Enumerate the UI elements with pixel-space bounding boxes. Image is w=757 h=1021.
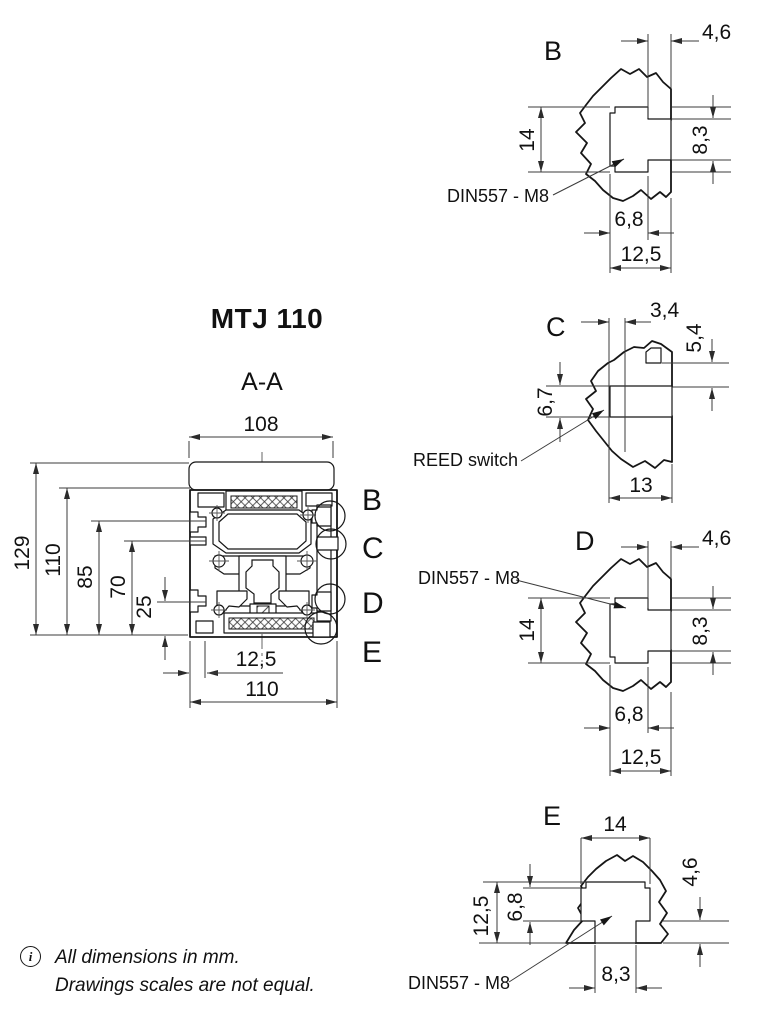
screw-hole-marks	[209, 505, 317, 618]
dim-c-slot-offset: 3,4	[650, 299, 680, 322]
marker-b: B	[362, 484, 382, 517]
note-line-1: All dimensions in mm.	[55, 947, 240, 968]
section-label: A-A	[241, 368, 283, 396]
detail-markers: B C D E	[362, 484, 384, 669]
detail-c-view: C 3,4 5,4 6,7 13	[413, 299, 729, 503]
profile-body	[189, 489, 339, 638]
dim-h-129: 129	[11, 535, 34, 570]
reed-switch-label: REED switch	[413, 450, 518, 470]
detail-d-label: D	[575, 526, 595, 556]
detail-b-profile	[575, 68, 673, 202]
carriage-plate	[188, 461, 335, 491]
dim-c-slot-height: 6,7	[534, 387, 557, 416]
dim-bottom-offset: 12,5	[236, 648, 277, 671]
dim-e-cavity-height: 6,8	[504, 892, 527, 921]
detail-b-callout: DIN557 - M8	[447, 158, 625, 206]
dim-e-total-depth: 12,5	[470, 896, 493, 937]
page-title: MTJ 110	[210, 303, 324, 334]
detail-d-dimensions: 4,6 14 8,3 6,8 12,5	[516, 527, 731, 776]
dim-e-neck-width: 8,3	[601, 963, 630, 986]
dim-bottom-width: 110	[245, 678, 278, 701]
dim-d-cavity-depth: 6,8	[614, 703, 643, 726]
dim-d-neck-height: 8,3	[689, 616, 712, 645]
detail-b-dimensions: 4,6 14 8,3 6,8 12,5	[516, 21, 731, 273]
dim-b-neck-height: 8,3	[689, 125, 712, 154]
detail-d-callout: DIN557 - M8	[418, 568, 627, 609]
detail-b-label: B	[544, 36, 562, 66]
section-view-a-a: B C D E 108 129 110 85 70	[11, 413, 384, 708]
dim-c-slot-depth: 13	[629, 474, 652, 497]
dim-h-110: 110	[42, 543, 65, 576]
detail-d-view: D 4,6 14 8,3 6,8	[418, 526, 731, 776]
footnote: i All dimensions in mm. Drawings scales …	[20, 944, 315, 1000]
dim-h-85: 85	[74, 565, 97, 588]
detail-e-dimensions: 14 4,6 12,5 6,8 8,3	[470, 813, 729, 993]
dim-c-step-height: 5,4	[683, 323, 706, 353]
dim-b-cavity-height: 14	[516, 128, 539, 152]
dim-d-neck-depth: 4,6	[702, 527, 731, 550]
dim-h-25: 25	[133, 595, 156, 618]
detail-c-profile	[585, 340, 673, 469]
detail-e-label: E	[543, 801, 561, 831]
dim-top-width: 108	[243, 413, 278, 436]
din557-label: DIN557 - M8	[447, 186, 549, 206]
detail-e-view: E 14 4,6 12,5 6,8	[408, 801, 729, 993]
dim-d-total-depth: 12,5	[621, 746, 662, 769]
main-dimensions: 108 129 110 85 70 25 12,5	[11, 413, 338, 708]
marker-c: C	[362, 532, 384, 565]
marker-e: E	[362, 636, 382, 669]
note-line-2: Drawings scales are not equal.	[55, 975, 315, 996]
dim-e-neck-depth: 4,6	[679, 857, 702, 886]
din557-label: DIN557 - M8	[408, 973, 510, 993]
detail-e-callout: DIN557 - M8	[408, 915, 613, 993]
detail-c-callout: REED switch	[413, 409, 605, 470]
dim-b-cavity-depth: 6,8	[614, 208, 643, 231]
dim-b-total-depth: 12,5	[621, 243, 662, 266]
dim-e-cavity-width: 14	[603, 813, 627, 836]
din557-label: DIN557 - M8	[418, 568, 520, 588]
detail-c-dimensions: 3,4 5,4 6,7 13	[534, 299, 729, 503]
detail-d-profile	[575, 558, 673, 692]
dim-d-cavity-height: 14	[516, 618, 539, 642]
detail-c-label: C	[546, 312, 566, 342]
detail-b-view: B 4,6 14 8,3 6,8	[447, 21, 731, 273]
info-icon: i	[20, 946, 41, 967]
dim-b-neck-depth: 4,6	[702, 21, 731, 44]
dim-h-70: 70	[107, 575, 130, 598]
marker-d: D	[362, 587, 384, 620]
detail-callout-circles	[304, 500, 347, 645]
